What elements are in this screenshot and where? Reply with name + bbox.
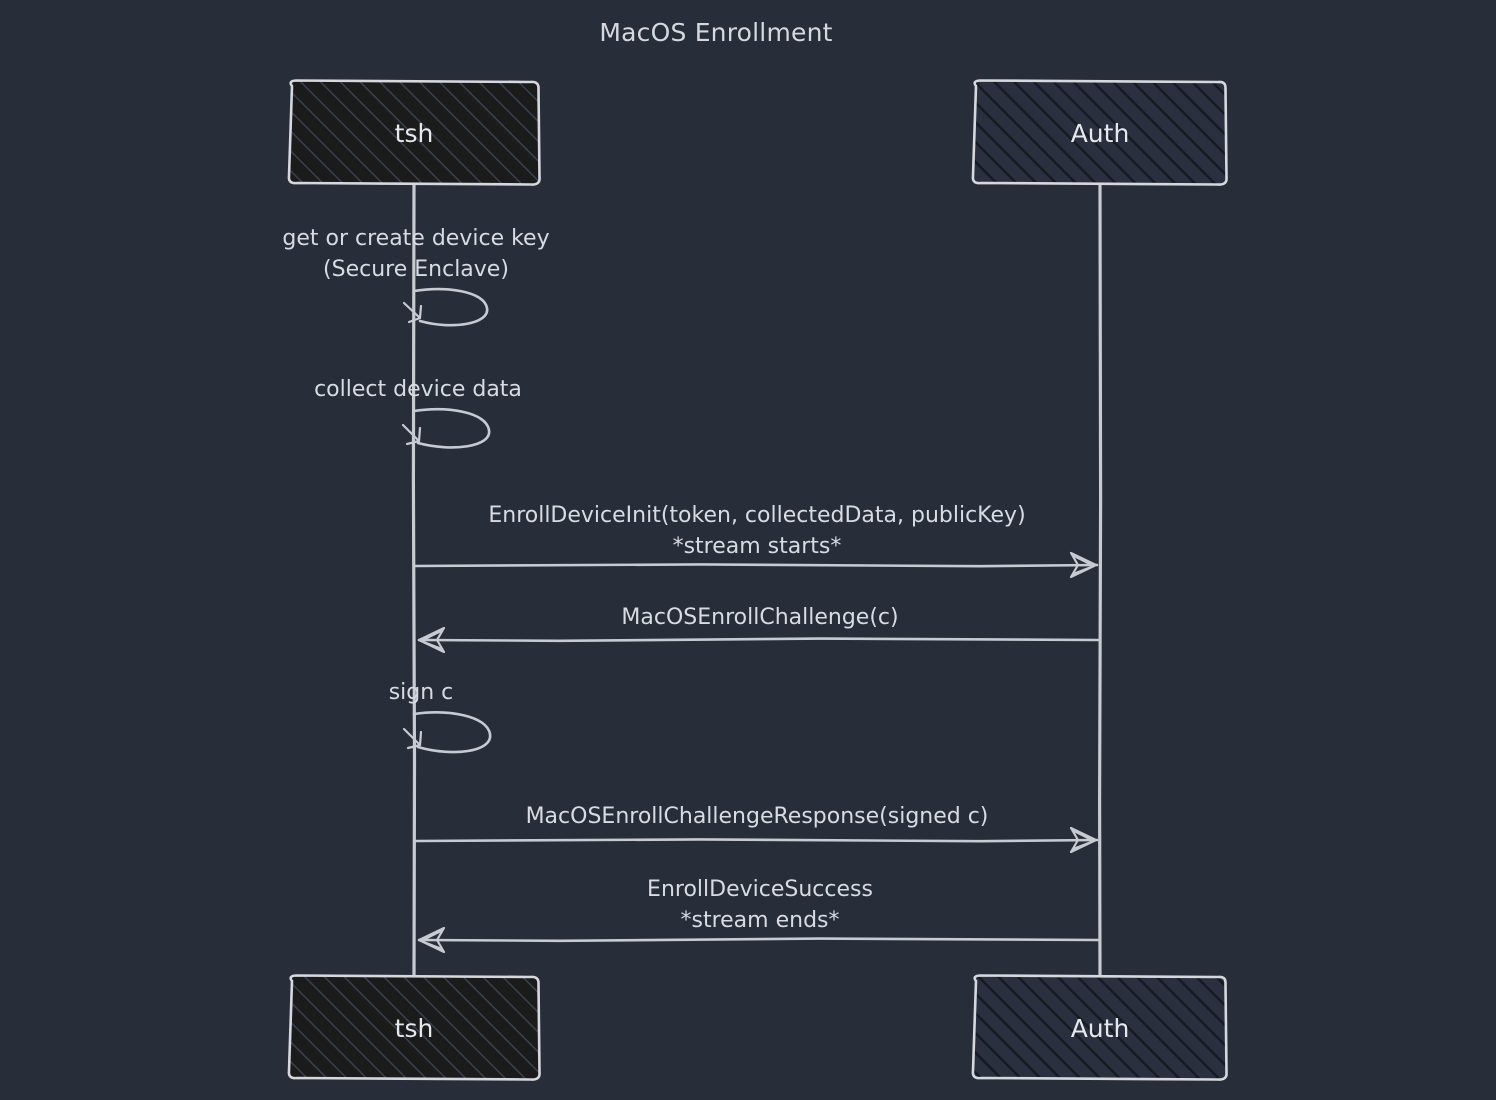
actor-box-tsh-bottom <box>287 974 541 1081</box>
lifeline-tsh <box>411 183 417 977</box>
actor-bottom-auth[interactable]: Auth <box>971 974 1228 1081</box>
arrow-head-5 <box>1069 826 1098 854</box>
actor-box-auth-bottom <box>971 974 1228 1081</box>
arrow-head-1 <box>401 423 422 446</box>
arrow-head-0 <box>402 301 423 324</box>
message-line-6 <box>417 937 1100 943</box>
arrow-head-5-sketch <box>1071 829 1096 851</box>
arrow-head-2-sketch <box>1071 554 1096 576</box>
message-label-line-0: EnrollDeviceSuccess <box>647 877 873 902</box>
message-label-line-0: sign c <box>389 680 454 705</box>
arrow-head-3 <box>417 626 446 654</box>
message-macos-enroll-challenge[interactable]: MacOSEnrollChallenge(c) <box>417 605 1100 654</box>
self-loop-arc-0 <box>412 287 489 327</box>
actor-label-auth-top: Auth <box>1071 119 1130 148</box>
actor-top-tsh[interactable]: tsh <box>287 79 541 186</box>
self-loop-arc-1 <box>412 408 491 449</box>
actor-label-auth-bottom: Auth <box>1071 1014 1130 1043</box>
page-title: MacOS Enrollment <box>599 18 832 47</box>
message-line-2 <box>413 563 1099 568</box>
arrow-head-2 <box>1069 551 1098 579</box>
message-label-line-0: MacOSEnrollChallenge(c) <box>621 605 898 630</box>
actor-box-tsh-top <box>287 79 541 186</box>
arrow-head-6 <box>417 926 446 954</box>
message-label-line-1: *stream ends* <box>681 908 840 933</box>
arrow-head-4 <box>402 727 423 750</box>
lifeline-group <box>411 183 1103 977</box>
message-self-loop-sign-c[interactable]: sign c <box>389 680 492 754</box>
arrow-head-3-sketch <box>419 629 444 651</box>
message-label-line-1: *stream starts* <box>673 534 842 559</box>
message-label-line-0: EnrollDeviceInit(token, collectedData, p… <box>488 503 1025 528</box>
message-line-3 <box>417 637 1100 643</box>
actor-label-tsh-top: tsh <box>395 119 434 148</box>
actor-top-auth[interactable]: Auth <box>971 79 1228 186</box>
message-line-5 <box>413 838 1099 843</box>
self-loop-arc-4 <box>412 711 492 754</box>
message-enroll-device-success[interactable]: EnrollDeviceSuccess *stream ends* <box>417 877 1100 954</box>
message-label-line-1: (Secure Enclave) <box>323 257 509 282</box>
message-self-loop-collect-device-data[interactable]: collect device data <box>314 377 522 449</box>
actor-bottom-tsh[interactable]: tsh <box>287 974 541 1081</box>
arrow-head-6-sketch <box>419 929 444 951</box>
actor-box-auth-top <box>971 79 1228 186</box>
message-self-loop-get-or-create-device-key[interactable]: get or create device key (Secure Enclave… <box>282 226 550 327</box>
message-label-line-0: collect device data <box>314 377 522 402</box>
message-macos-enroll-challenge-response[interactable]: MacOSEnrollChallengeResponse(signed c) <box>413 804 1099 854</box>
actor-label-tsh-bottom: tsh <box>395 1014 434 1043</box>
message-label-line-0: get or create device key <box>282 226 549 251</box>
message-enroll-device-init[interactable]: EnrollDeviceInit(token, collectedData, p… <box>413 503 1099 579</box>
message-label-line-0: MacOSEnrollChallengeResponse(signed c) <box>526 804 989 829</box>
lifeline-auth <box>1097 183 1103 977</box>
